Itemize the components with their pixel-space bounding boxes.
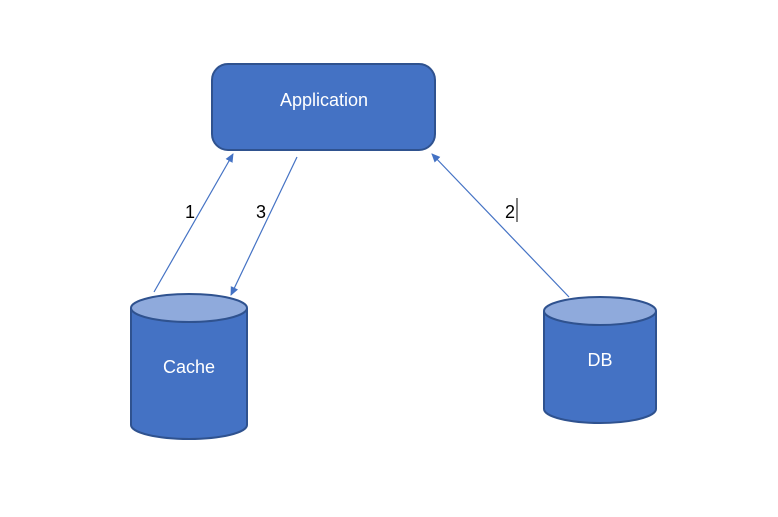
edge-label-2: 2 — [505, 202, 515, 222]
edge-label-3: 3 — [256, 202, 266, 222]
db-cylinder-body — [543, 311, 657, 424]
cache-label: Cache — [163, 357, 215, 377]
cache-cylinder-body — [130, 308, 248, 440]
cache-cylinder-top — [130, 293, 248, 323]
arrow-cache-to-application[interactable] — [153, 153, 234, 293]
db-cylinder-top — [543, 296, 657, 326]
arrow-db-to-application[interactable] — [431, 153, 570, 298]
application-box — [211, 63, 436, 151]
arrow-application-to-cache[interactable] — [230, 156, 298, 296]
application-node[interactable]: Application — [211, 63, 436, 151]
cache-node[interactable]: Cache — [130, 293, 248, 440]
application-label: Application — [280, 90, 368, 110]
db-node[interactable]: DB — [543, 296, 657, 424]
edge-label-1: 1 — [185, 202, 195, 222]
db-label: DB — [587, 350, 612, 370]
